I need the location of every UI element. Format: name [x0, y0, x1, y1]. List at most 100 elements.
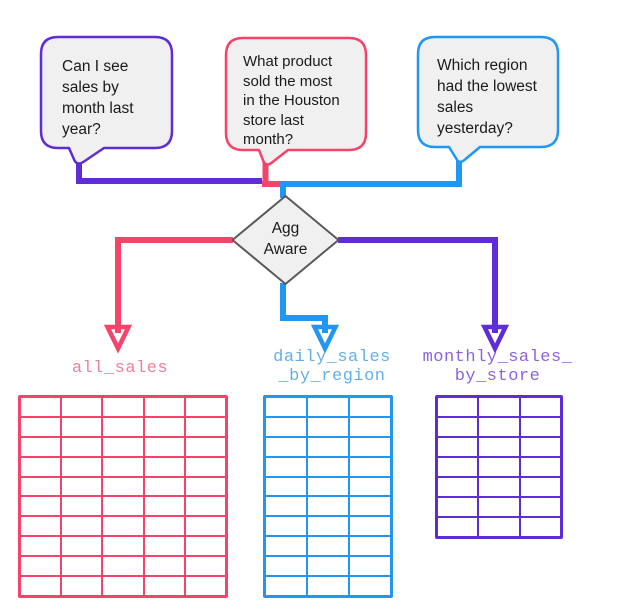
table-cell	[520, 458, 560, 476]
speech-bubble-middle	[224, 36, 368, 166]
table-cell	[308, 557, 348, 576]
branch-blue	[280, 283, 328, 333]
table-cell	[438, 398, 478, 416]
table-cell	[185, 477, 225, 496]
table-cell	[266, 417, 306, 436]
table-cell	[144, 517, 184, 536]
table-cell	[266, 537, 306, 556]
table-cell	[266, 437, 306, 456]
table-cell	[144, 437, 184, 456]
table-cell	[350, 517, 390, 536]
table-cell	[103, 477, 143, 496]
table-cell	[103, 577, 143, 595]
table-label-daily-sales-by-region: daily_sales _by_region	[273, 348, 391, 386]
table-cell	[62, 477, 102, 496]
table-label-monthly-sales-by-store: monthly_sales_ by_store	[422, 348, 573, 386]
table-cell	[144, 457, 184, 476]
table-cell	[308, 437, 348, 456]
table-cell	[266, 497, 306, 516]
table-cell	[479, 478, 519, 496]
table-cell	[62, 517, 102, 536]
table-cell	[350, 477, 390, 496]
table-cell	[144, 497, 184, 516]
connector-blue-bus	[280, 155, 462, 198]
speech-bubble-middle-text: What product sold the most in the Housto…	[243, 53, 340, 148]
table-cell	[520, 398, 560, 416]
connector-purple-bus	[76, 155, 262, 184]
table-cell	[21, 398, 61, 416]
table-cell	[103, 537, 143, 556]
table-cell	[479, 458, 519, 476]
table-cell	[185, 437, 225, 456]
table-cell	[308, 577, 348, 595]
table-cell	[266, 517, 306, 536]
branch-purple	[338, 237, 498, 333]
table-cell	[438, 438, 478, 456]
table-cell	[308, 497, 348, 516]
table-cell	[144, 577, 184, 595]
table-cell	[21, 577, 61, 595]
table-cell	[350, 398, 390, 416]
table-cell	[185, 557, 225, 576]
table-cell	[438, 498, 478, 516]
table-cell	[266, 398, 306, 416]
table-monthly-sales-by-store	[435, 395, 563, 539]
table-cell	[185, 417, 225, 436]
table-cell	[103, 557, 143, 576]
table-cell	[350, 537, 390, 556]
table-cell	[520, 498, 560, 516]
speech-bubble-left-text: Can I see sales by month last year?	[62, 58, 134, 138]
table-cell	[62, 577, 102, 595]
table-cell	[103, 497, 143, 516]
table-cell	[438, 518, 478, 536]
table-cell	[21, 497, 61, 516]
table-cell	[185, 457, 225, 476]
branch-pink	[115, 237, 233, 333]
table-cell	[266, 477, 306, 496]
table-cell	[266, 577, 306, 595]
table-cell	[350, 437, 390, 456]
table-cell	[103, 437, 143, 456]
table-cell	[144, 477, 184, 496]
table-cell	[185, 537, 225, 556]
table-cell	[520, 418, 560, 436]
table-cell	[21, 437, 61, 456]
table-cell	[308, 537, 348, 556]
table-cell	[103, 517, 143, 536]
table-cell	[479, 418, 519, 436]
table-cell	[185, 497, 225, 516]
table-cell	[350, 417, 390, 436]
table-cell	[266, 457, 306, 476]
table-cell	[479, 498, 519, 516]
decision-label: Agg Aware	[263, 220, 308, 258]
table-cell	[308, 457, 348, 476]
table-cell	[438, 478, 478, 496]
table-cell	[479, 518, 519, 536]
table-cell	[62, 537, 102, 556]
table-cell	[62, 457, 102, 476]
table-cell	[62, 417, 102, 436]
table-all-sales	[18, 395, 228, 598]
table-daily-sales-by-region	[263, 395, 393, 598]
table-cell	[21, 517, 61, 536]
table-cell	[266, 557, 306, 576]
table-cell	[21, 417, 61, 436]
speech-bubble-right-text: Which region had the lowest sales yester…	[437, 57, 537, 137]
table-cell	[185, 577, 225, 595]
table-cell	[62, 497, 102, 516]
table-cell	[21, 457, 61, 476]
table-cell	[438, 458, 478, 476]
table-cell	[438, 418, 478, 436]
table-cell	[308, 398, 348, 416]
table-cell	[308, 517, 348, 536]
table-cell	[185, 517, 225, 536]
table-cell	[479, 438, 519, 456]
table-cell	[62, 398, 102, 416]
table-cell	[144, 537, 184, 556]
table-cell	[350, 557, 390, 576]
decision-diamond	[231, 195, 340, 285]
table-cell	[144, 557, 184, 576]
speech-bubble-left	[39, 35, 174, 165]
table-cell	[350, 497, 390, 516]
